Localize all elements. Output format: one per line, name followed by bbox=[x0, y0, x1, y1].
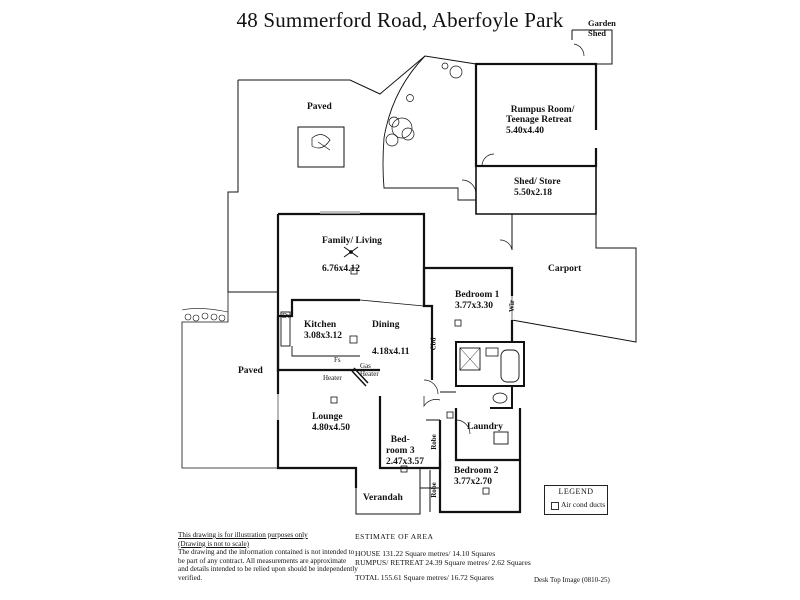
shrub-icon bbox=[311, 62, 463, 151]
top-boundary bbox=[238, 55, 477, 95]
estimate-heading: ESTIMATE OF AREA bbox=[355, 532, 434, 541]
shed-store-dims: 5.50x2.18 bbox=[514, 188, 552, 198]
disclaimer: This drawing is for illustration purpose… bbox=[178, 531, 358, 583]
shower bbox=[459, 347, 481, 371]
left-paved-outline bbox=[181, 292, 278, 469]
bedroom-1-name: Bedroom 1 bbox=[455, 290, 500, 300]
estimate-total: TOTAL 155.61 Square metres/ 16.72 Square… bbox=[355, 573, 494, 582]
bedroom-2-name: Bedroom 2 bbox=[454, 466, 499, 476]
lounge-name: Lounge bbox=[312, 412, 343, 422]
bedroom-1-dims: 3.77x3.30 bbox=[455, 301, 493, 311]
room-label-dining: Dining bbox=[372, 320, 400, 330]
rumpus-dims: 5.40x4.40 bbox=[506, 125, 544, 136]
lounge-dims: 4.80x4.50 bbox=[312, 423, 350, 433]
room-label-paved-left: Paved bbox=[238, 366, 263, 376]
fixture-fs: Fs bbox=[334, 356, 341, 364]
room-dims-family: 6.76x4.12 bbox=[322, 264, 360, 274]
shed-store bbox=[475, 166, 597, 215]
legend: LEGEND Air cond ducts bbox=[544, 485, 608, 515]
family-name: Family/ Living bbox=[322, 236, 382, 246]
bathtub bbox=[500, 349, 520, 383]
kitchen-name: Kitchen bbox=[304, 320, 337, 330]
fixture-robe-bedroom-3: Robe bbox=[429, 434, 438, 450]
bedroom-1-walls bbox=[422, 266, 514, 380]
rumpus-name: Rumpus Room/ Teenage Retreat bbox=[506, 104, 575, 126]
bedroom-3-name: Bed- room 3 bbox=[386, 435, 415, 456]
bedroom-2-dims: 3.77x2.70 bbox=[454, 477, 492, 487]
ceiling-fan-icon bbox=[343, 246, 359, 258]
legend-item: Air cond ducts bbox=[561, 500, 606, 509]
air-cond-duct-icon bbox=[330, 267, 490, 495]
fixture-cbd: Cbd bbox=[429, 337, 438, 351]
kitchen-dims: 3.08x3.12 bbox=[304, 331, 342, 341]
garden-shed-door bbox=[573, 43, 585, 57]
garden-shed-outline bbox=[572, 29, 613, 65]
room-label-laundry: Laundry bbox=[467, 422, 503, 432]
disclaimer-line-2: (Drawing is not to scale) bbox=[178, 539, 250, 548]
room-label-family: Family/ Living bbox=[322, 236, 382, 247]
estimate-house: HOUSE 131.22 Square metres/ 14.10 Square… bbox=[355, 549, 496, 558]
fixture-robe-bedroom-2: Robe bbox=[429, 482, 438, 498]
kitchen-bench bbox=[280, 311, 291, 347]
lounge-walls bbox=[276, 316, 380, 488]
paving-square bbox=[297, 126, 345, 168]
bedroom-3-dims: 2.47x3.57 bbox=[386, 457, 424, 467]
shed-store-name: Shed/ Store bbox=[514, 177, 561, 187]
hedge-icon bbox=[184, 312, 226, 322]
rumpus-room bbox=[474, 62, 598, 168]
room-label-carport: Carport bbox=[548, 264, 582, 274]
room-label-paved-top: Paved bbox=[307, 102, 332, 112]
legend-title: LEGEND bbox=[558, 487, 594, 496]
disclaimer-body: The drawing and the information containe… bbox=[178, 548, 358, 582]
estimate-rumpus: RUMPUS/ RETREAT 24.39 Square metres/ 2.6… bbox=[355, 558, 531, 567]
bedroom-2-walls bbox=[438, 460, 522, 514]
fixture-wir: Wir bbox=[507, 300, 516, 312]
image-credit: Desk Top Image (0810-25) bbox=[534, 576, 610, 584]
verandah-outline bbox=[355, 488, 421, 515]
carport-outline bbox=[511, 214, 637, 343]
left-boundary-upper bbox=[227, 80, 278, 293]
laundry-walls bbox=[454, 408, 522, 462]
disclaimer-line-1: This drawing is for illustration purpose… bbox=[178, 531, 308, 539]
fixture-gas-heater: Gas Heater bbox=[360, 362, 379, 378]
page-title: 48 Summerford Road, Aberfoyle Park bbox=[236, 8, 564, 32]
room-label-verandah: Verandah bbox=[363, 493, 403, 503]
fixture-dw: Dw bbox=[282, 312, 293, 320]
area-estimate: ESTIMATE OF AREA HOUSE 131.22 Square met… bbox=[355, 532, 531, 582]
bedroom-3-walls bbox=[378, 396, 442, 470]
fixture-heater: Heater bbox=[323, 374, 342, 382]
room-label-garden-shed: Garden Shed bbox=[588, 18, 616, 38]
air-cond-duct-icon bbox=[551, 502, 559, 510]
room-dims-dining: 4.18x4.11 bbox=[372, 347, 410, 357]
